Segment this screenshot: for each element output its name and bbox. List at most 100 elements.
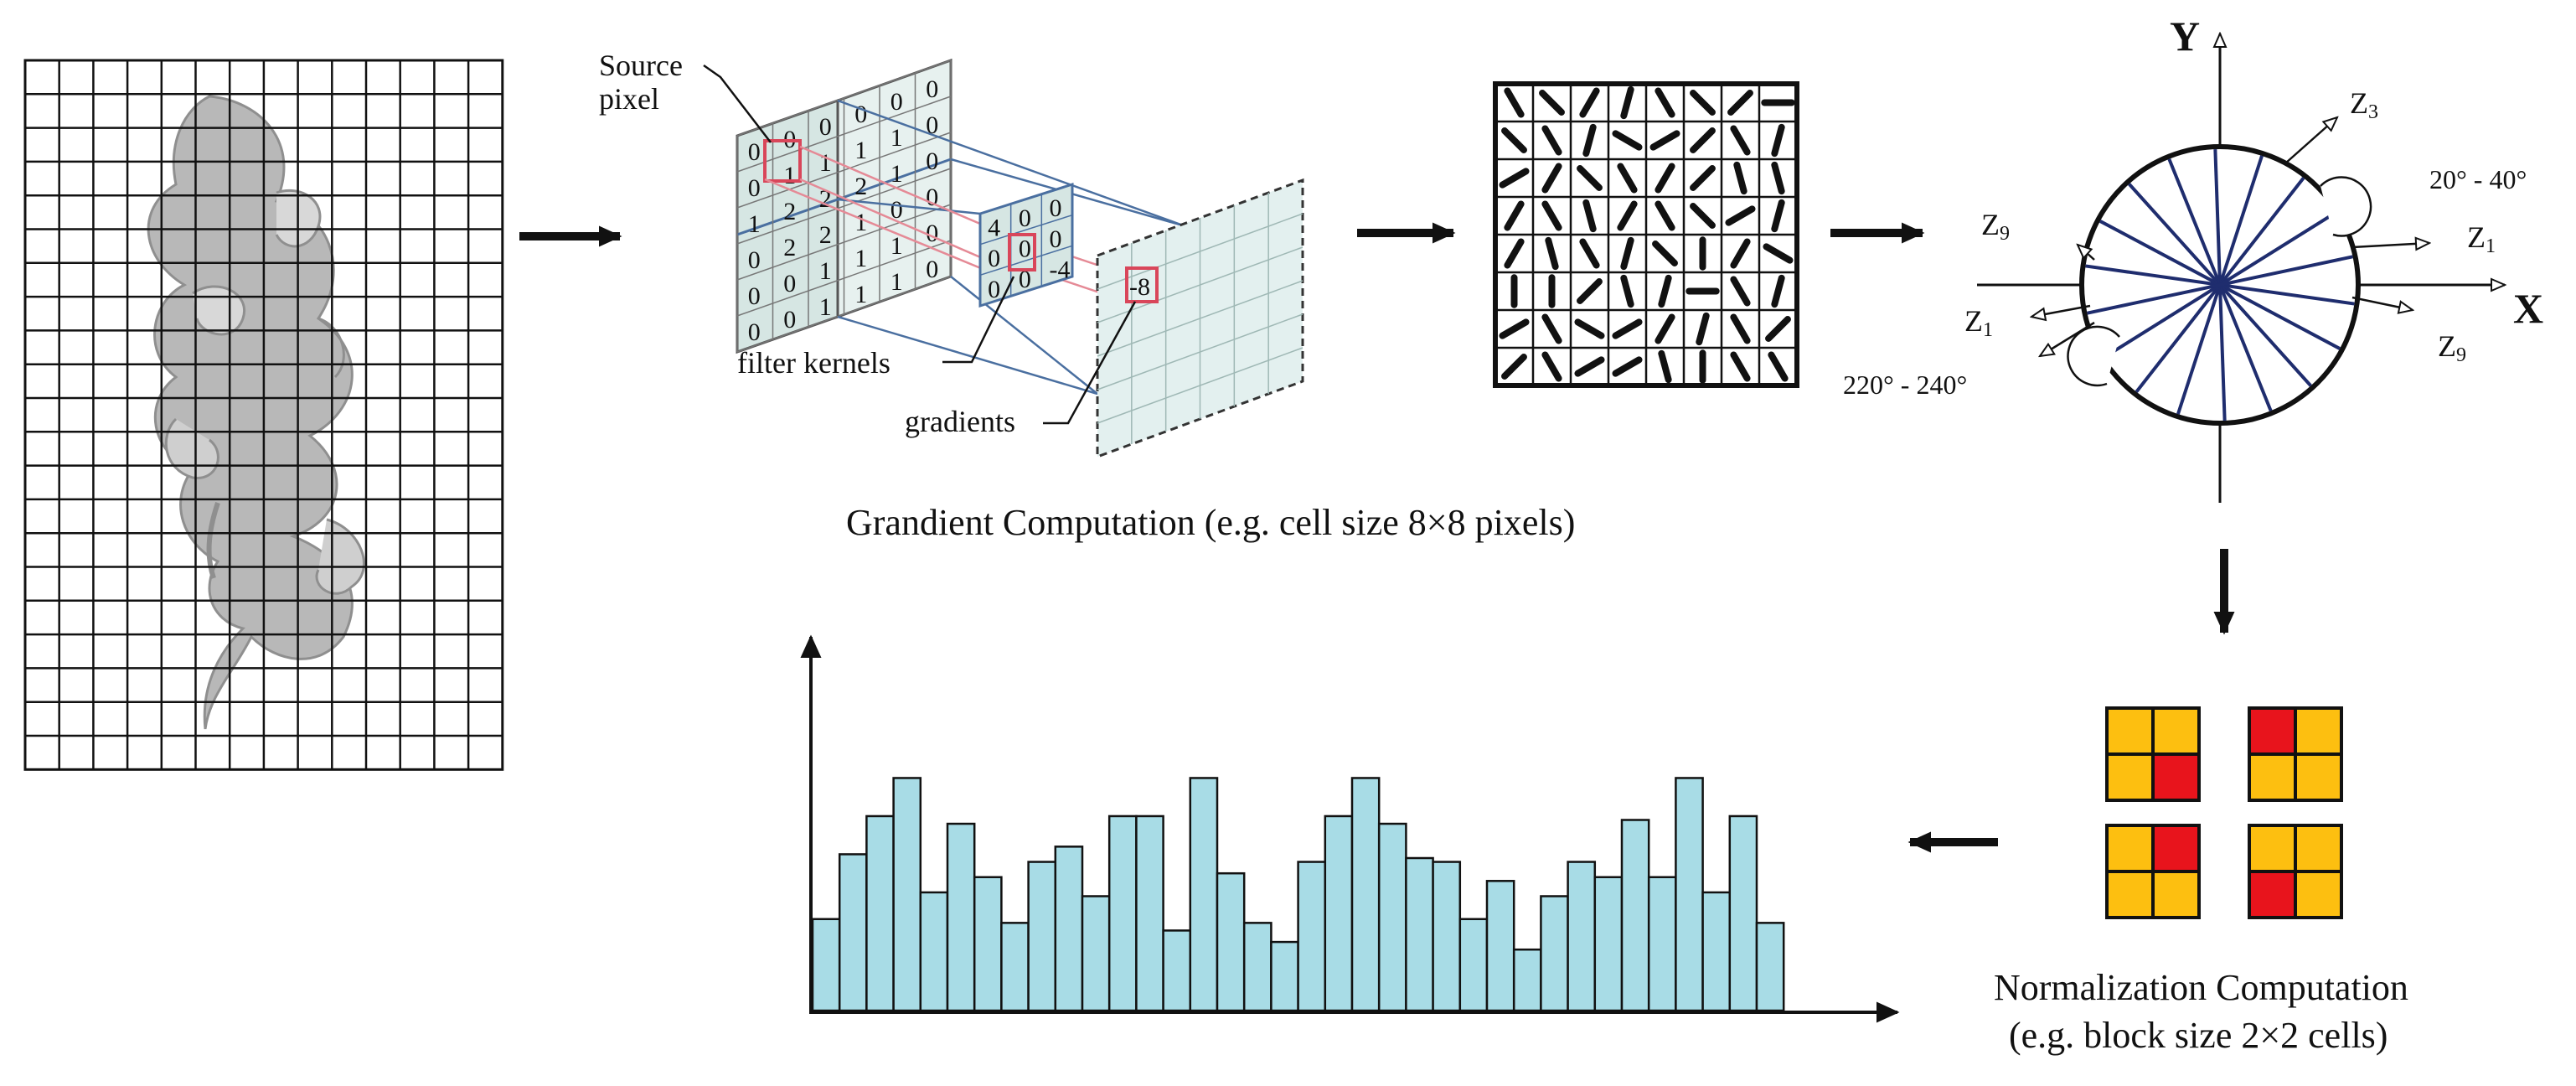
- histogram-bar: [1512, 948, 1542, 1012]
- block-cell-highlighted: [2151, 752, 2201, 802]
- histogram-bar: [1162, 929, 1192, 1012]
- matrix-cell: 1: [819, 149, 832, 177]
- block-cell: [2294, 870, 2343, 919]
- gradient-orientation-dash: [1504, 200, 1525, 231]
- block-cell: [2294, 706, 2343, 756]
- gradient-orientation-dash: [1730, 351, 1751, 382]
- gradient-orientation-dash: [1620, 85, 1634, 120]
- source-pixel-highlight: [763, 139, 802, 183]
- gradient-orientation-dash: [1649, 130, 1680, 151]
- histogram-bar: [1054, 846, 1084, 1012]
- matrix-grid-line: [736, 240, 952, 317]
- kernel-cell: 0: [1019, 235, 1031, 262]
- gradient-orientation-dash: [1545, 236, 1559, 271]
- x-axis-label: X: [2513, 285, 2543, 332]
- block-cell: [2105, 706, 2155, 756]
- kernel-cell: 0: [988, 245, 1000, 272]
- histogram-bar: [1675, 777, 1704, 1012]
- histogram-bar: [1755, 922, 1785, 1012]
- matrix-grid-line: [736, 59, 952, 137]
- gradient-orientation-dash: [1612, 130, 1643, 151]
- block-cell: [2151, 870, 2201, 919]
- normalization-caption-line1: Normalization Computation: [1994, 967, 2408, 1008]
- gradient-orientation-dash: [1768, 351, 1789, 382]
- matrix-cell: 1: [891, 160, 903, 188]
- gradient-orientation-dash: [1541, 200, 1562, 231]
- normalization-block: [2248, 824, 2343, 919]
- block-cell: [2105, 824, 2155, 873]
- matrix-cell: 1: [891, 232, 903, 260]
- histogram-bar: [1000, 922, 1030, 1012]
- block-cell: [2105, 752, 2155, 802]
- normalization-blocks: [2105, 706, 2343, 919]
- filter-kernels-leader: [942, 276, 1015, 364]
- orientation-bin-line: [2087, 255, 2353, 315]
- histogram-bar: [838, 853, 868, 1012]
- kernel-cell: 0: [1019, 266, 1031, 293]
- matrix-cell: 0: [926, 220, 938, 247]
- gradient-orientation-dash: [1579, 238, 1600, 269]
- gradient-orientation-dash: [1730, 313, 1751, 344]
- gradient-orientation-dash: [1690, 90, 1716, 116]
- histogram-bar: [1270, 940, 1299, 1012]
- range-arc-bottom: [2067, 325, 2120, 387]
- cell-orientation-grid: [1493, 81, 1799, 388]
- matrix-cell: 2: [854, 173, 867, 200]
- smoke-shape: [147, 95, 365, 730]
- matrix-cell: 1: [748, 210, 761, 238]
- normalization-caption-line2: (e.g. block size 2×2 cells): [2009, 1015, 2388, 1056]
- hog-histogram: [800, 634, 1900, 1023]
- z3-label: Z3: [2350, 86, 2378, 123]
- matrix-cell: 1: [891, 124, 903, 152]
- gradient-orientation-dash: [1727, 90, 1753, 116]
- gradient-orientation-dash: [1541, 125, 1562, 156]
- gradient-orientation-dash: [1696, 312, 1710, 346]
- gradient-orientation-dash: [1658, 274, 1672, 308]
- block-cell: [2248, 752, 2297, 802]
- kernel-cell: 0: [1019, 204, 1031, 232]
- gradient-orientation-dash: [1771, 274, 1785, 308]
- histogram-bar: [1107, 814, 1138, 1012]
- normalization-block: [2248, 706, 2343, 802]
- gradient-orientation-dash: [1577, 165, 1603, 191]
- kernel-cell: 4: [988, 214, 1000, 241]
- gradient-grid-line: [1097, 213, 1303, 290]
- gradient-value: -8: [1129, 273, 1150, 301]
- histogram-bar: [1567, 861, 1597, 1012]
- matrix-cell: 1: [783, 162, 796, 189]
- histogram-bar: [1647, 876, 1677, 1012]
- gradient-orientation-dash: [1771, 161, 1785, 195]
- matrix-cell: 1: [819, 293, 832, 321]
- gradient-orientation-dash: [1504, 238, 1525, 269]
- histogram-bar: [1540, 895, 1569, 1012]
- gradient-orientation-dash: [1579, 87, 1600, 118]
- input-grid: [23, 59, 504, 771]
- histogram-bar: [1189, 777, 1219, 1012]
- gradients-leader: [1043, 301, 1137, 425]
- matrix-cell: 0: [783, 306, 796, 334]
- histogram-bar: [892, 777, 922, 1012]
- matrix-grid-line: [736, 96, 952, 173]
- histogram-bar: [946, 822, 976, 1012]
- block-cell-highlighted: [2248, 706, 2297, 756]
- gradient-orientation-dash: [1725, 205, 1756, 226]
- matrix-grid-line: [736, 132, 952, 209]
- histogram-bar: [1432, 861, 1462, 1012]
- block-cell: [2105, 870, 2155, 919]
- histogram-bar: [1377, 822, 1407, 1012]
- matrix-cell: 0: [926, 111, 938, 139]
- gradient-orientation-dash: [1771, 199, 1785, 233]
- histogram-bars: [811, 777, 1785, 1012]
- histogram-bar: [1485, 880, 1515, 1012]
- source-matrix-grid: [736, 59, 952, 353]
- range-bottom-label: 220° - 240°: [1843, 370, 1967, 400]
- gradient-caption: Grandient Computation (e.g. cell size 8×…: [846, 502, 1575, 543]
- gradient-orientation-dash: [1765, 316, 1791, 342]
- kernel-cell: 0: [988, 276, 1000, 303]
- gradient-orientation-dash: [1652, 240, 1678, 266]
- gradient-value-highlight: [1125, 266, 1159, 303]
- kernel-cell: 0: [1050, 194, 1062, 222]
- gradient-orientation-dash: [1658, 349, 1672, 384]
- matrix-cell: 1: [854, 245, 867, 272]
